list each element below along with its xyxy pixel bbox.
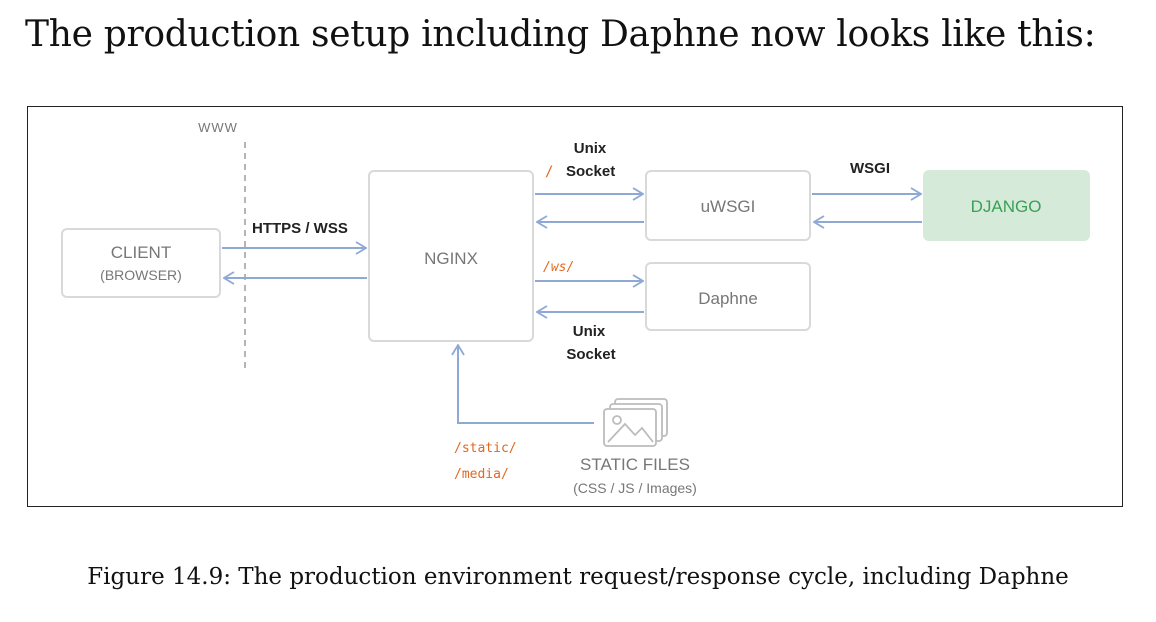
nginx-node: NGINX xyxy=(368,170,534,342)
client-sublabel: (BROWSER) xyxy=(100,267,182,283)
architecture-diagram: WWW CLIENT (BROWSER) NGINX uWSGI Daphne … xyxy=(61,120,1090,496)
django-label: DJANGO xyxy=(971,197,1042,216)
wsgi-label: WSGI xyxy=(850,160,890,177)
client-label: CLIENT xyxy=(111,243,171,262)
lower-socket-label-line1: Unix xyxy=(573,323,606,340)
uwsgi-label: uWSGI xyxy=(701,197,756,216)
nginx-label: NGINX xyxy=(424,249,478,268)
ws-path-label: /ws/ xyxy=(543,260,574,275)
static-files-sublabel: (CSS / JS / Images) xyxy=(573,480,697,496)
upper-socket-label-line2: Socket xyxy=(566,163,615,180)
daphne-label: Daphne xyxy=(698,289,758,308)
lower-socket-label-line2: Socket xyxy=(566,346,615,363)
figure-frame: WWW CLIENT (BROWSER) NGINX uWSGI Daphne … xyxy=(27,106,1123,507)
page-heading: The production setup including Daphne no… xyxy=(25,14,1096,55)
figure-caption: Figure 14.9: The production environment … xyxy=(87,564,1069,590)
client-node: CLIENT (BROWSER) xyxy=(61,228,221,298)
static-files-label: STATIC FILES xyxy=(580,455,690,474)
daphne-node: Daphne xyxy=(645,262,811,331)
client-nginx-label: HTTPS / WSS xyxy=(252,220,348,237)
uwsgi-node: uWSGI xyxy=(645,170,811,241)
www-label: WWW xyxy=(198,120,238,135)
root-path-label: / xyxy=(545,164,553,180)
images-icon xyxy=(603,398,668,447)
static-path-label: /static/ xyxy=(454,441,517,456)
upper-socket-label-line1: Unix xyxy=(574,140,607,157)
media-path-label: /media/ xyxy=(454,467,509,482)
arrow-static-to-nginx xyxy=(458,345,594,424)
django-node: DJANGO xyxy=(923,170,1090,241)
